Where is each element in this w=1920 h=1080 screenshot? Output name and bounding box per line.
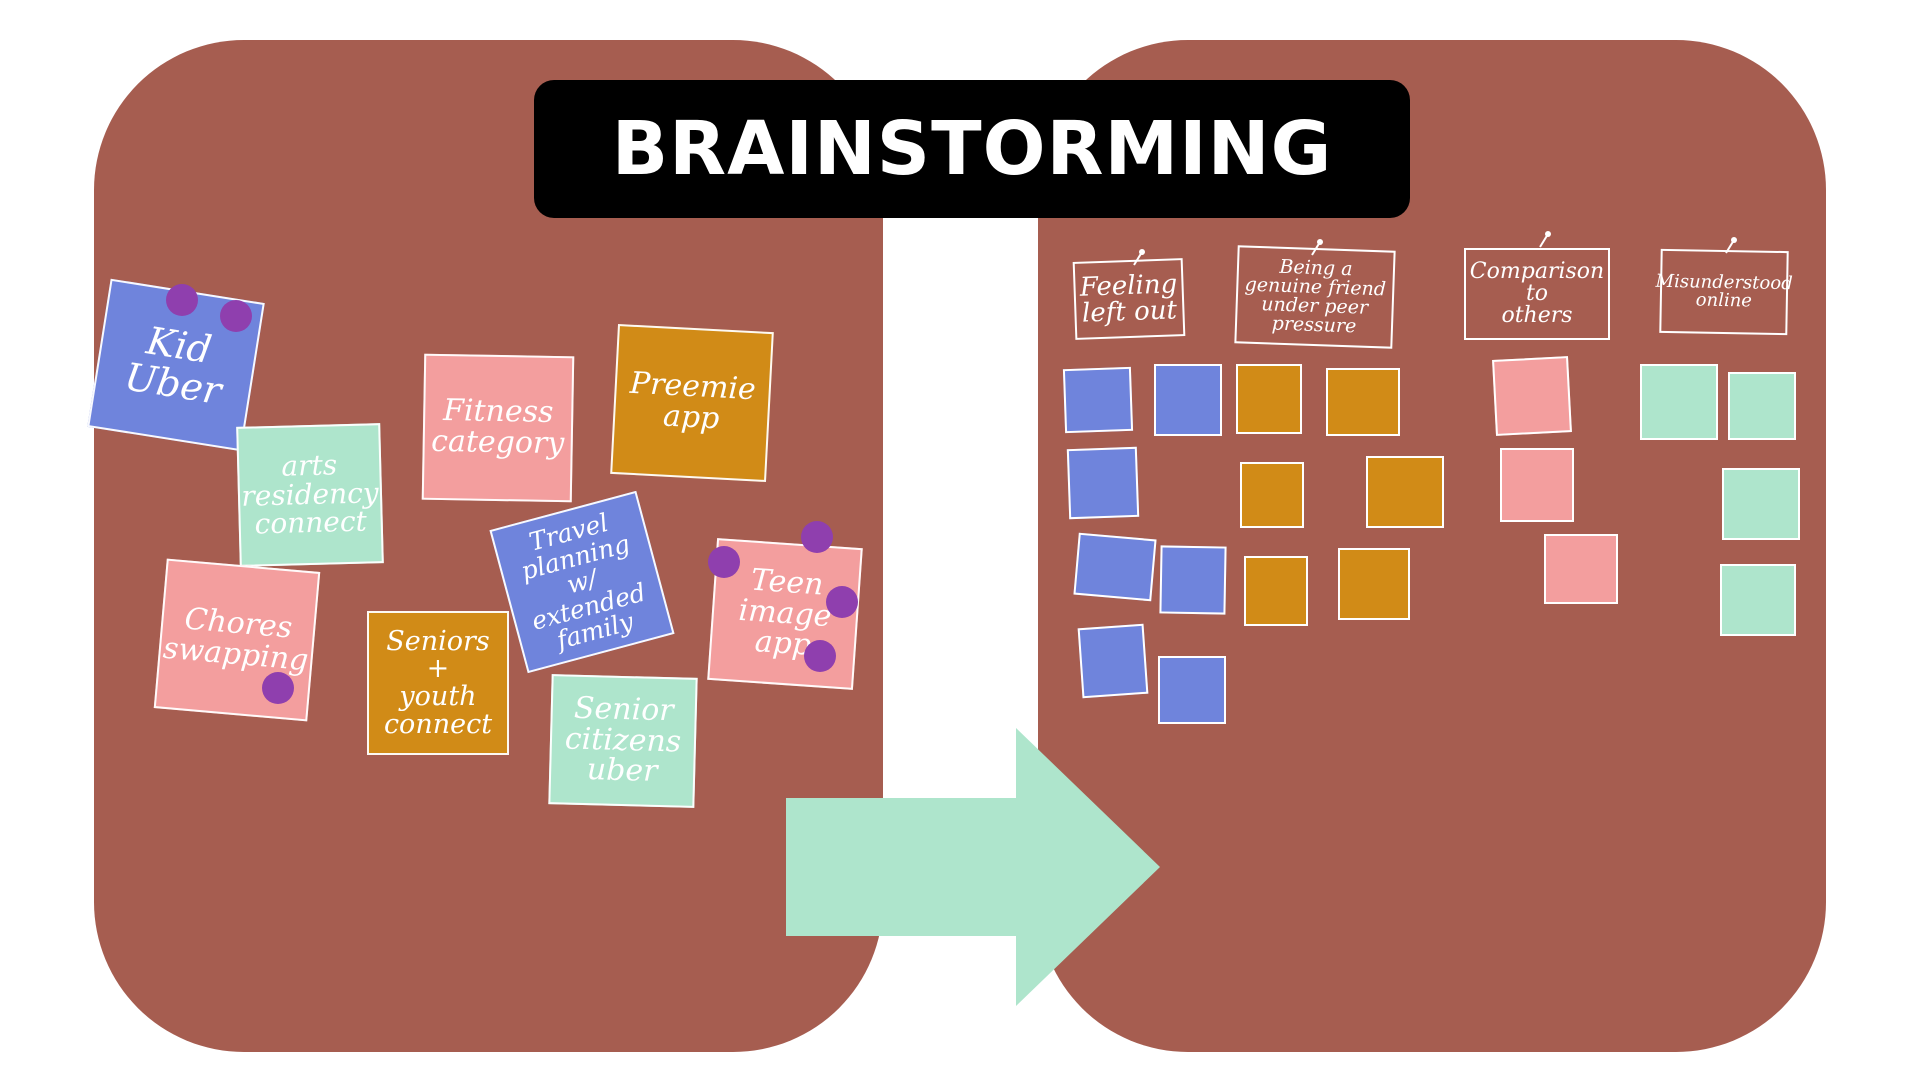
right-arrow-icon	[786, 728, 1160, 1006]
sticky-note-arts-residency[interactable]: arts residency connect	[236, 423, 384, 567]
category-header-label: Feeling left out	[1079, 269, 1178, 329]
pushpin-icon	[1311, 239, 1323, 256]
grouped-sticky-note[interactable]	[1154, 364, 1222, 436]
category-header-genuine-friend: Being a genuine friend under peer pressu…	[1234, 245, 1396, 349]
sticky-note-label: Travel planning w/ extended family	[517, 508, 649, 656]
grouped-sticky-note[interactable]	[1073, 532, 1157, 602]
page-title: BRAINSTORMING	[611, 106, 1333, 192]
grouped-sticky-note[interactable]	[1720, 564, 1796, 636]
grouped-sticky-note[interactable]	[1236, 364, 1302, 434]
grouped-sticky-note[interactable]	[1640, 364, 1718, 440]
category-header-misunderstood: Misunderstood online	[1655, 248, 1793, 336]
category-header-label: Being a genuine friend under peer pressu…	[1244, 255, 1387, 338]
sticky-note-label: Senior citizens uber	[564, 690, 682, 790]
grouped-sticky-note[interactable]	[1722, 468, 1800, 540]
grouped-sticky-note[interactable]	[1492, 356, 1572, 436]
title-banner: BRAINSTORMING	[534, 80, 1410, 218]
vote-dot	[801, 521, 833, 553]
vote-dot	[708, 546, 740, 578]
grouped-sticky-note[interactable]	[1326, 368, 1400, 436]
sticky-note-seniors-youth[interactable]: Seniors + youth connect	[367, 611, 509, 755]
grouped-sticky-note[interactable]	[1077, 623, 1149, 699]
sticky-note-senior-citizens-uber[interactable]: Senior citizens uber	[548, 674, 698, 808]
category-header-label: Comparison to others	[1469, 259, 1605, 328]
vote-dot	[804, 640, 836, 672]
vote-dot	[826, 586, 858, 618]
grouped-sticky-note[interactable]	[1544, 534, 1618, 604]
sticky-note-preemie-app[interactable]: Preemie app	[610, 324, 774, 482]
grouped-sticky-note[interactable]	[1728, 372, 1796, 440]
sticky-note-label: Kid Uber	[121, 318, 225, 414]
category-header-feeling-left-out: Feeling left out	[1072, 258, 1186, 340]
sticky-note-label: Chores swapping	[161, 601, 310, 679]
pushpin-icon	[1725, 237, 1737, 254]
grouped-sticky-note[interactable]	[1500, 448, 1574, 522]
sticky-note-label: arts residency connect	[240, 448, 380, 541]
sticky-note-chores-swapping[interactable]: Chores swapping	[153, 558, 321, 722]
grouped-sticky-note[interactable]	[1366, 456, 1444, 528]
vote-dot	[166, 284, 198, 316]
vote-dot	[262, 672, 294, 704]
pushpin-icon	[1539, 231, 1551, 248]
grouped-sticky-note[interactable]	[1158, 656, 1226, 724]
arrow-shape	[786, 728, 1160, 1006]
grouped-sticky-note[interactable]	[1062, 366, 1134, 434]
vote-dot	[220, 300, 252, 332]
category-header-comparison: Comparison to others	[1464, 248, 1610, 340]
grouped-sticky-note[interactable]	[1240, 462, 1304, 528]
sticky-note-fitness-category[interactable]: Fitness category	[421, 353, 575, 503]
grouped-sticky-note[interactable]	[1159, 545, 1227, 615]
sticky-note-label: Seniors + youth connect	[383, 625, 493, 740]
grouped-sticky-note[interactable]	[1244, 556, 1308, 626]
grouped-sticky-note[interactable]	[1066, 446, 1140, 520]
grouped-sticky-note[interactable]	[1338, 548, 1410, 620]
sticky-note-label: Preemie app	[629, 366, 757, 437]
category-header-label: Misunderstood online	[1655, 270, 1793, 312]
pushpin-icon	[1133, 249, 1145, 266]
sticky-note-label: Fitness category	[430, 393, 565, 462]
